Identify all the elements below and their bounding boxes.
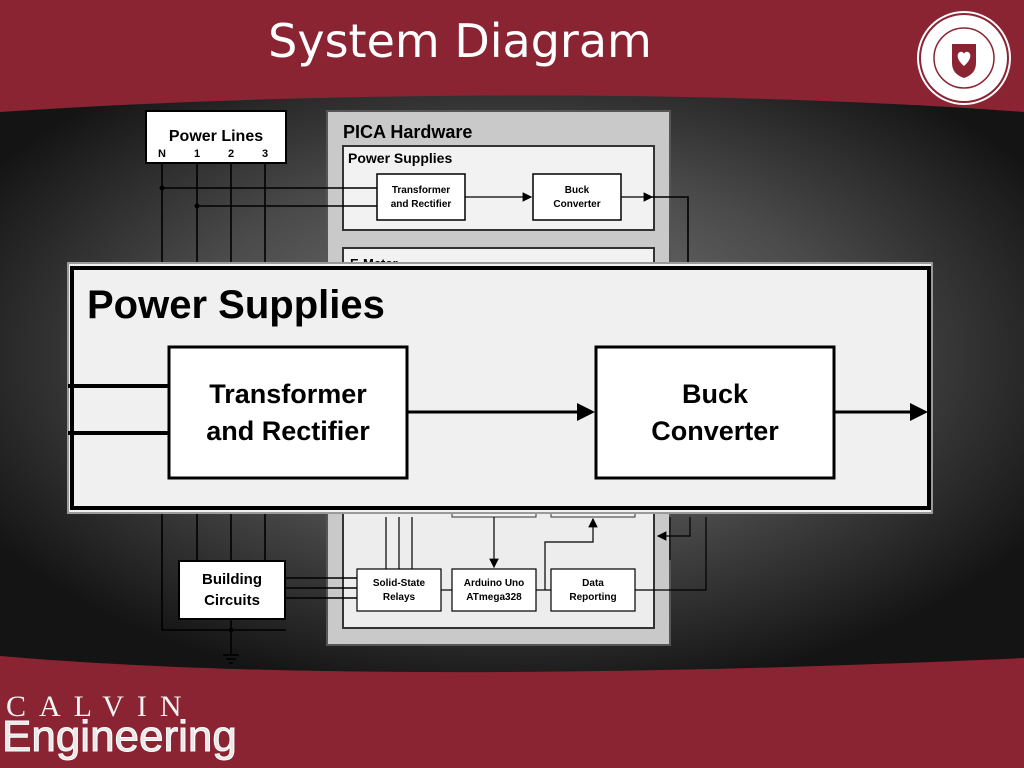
power-line-label-1: 1 (194, 148, 200, 160)
building-circuits-line1: Building (202, 571, 262, 588)
zoom-buck-line1: Buck (682, 379, 749, 409)
zoom-buck-box (594, 345, 836, 480)
control-wiring (385, 517, 707, 591)
data-reporting-line2: Reporting (569, 592, 616, 603)
power-lines-box (145, 110, 287, 164)
power-line-label-2: 2 (228, 148, 234, 160)
relays-line1: Solid-State (373, 578, 426, 589)
arduino-line2: ATmega328 (466, 592, 522, 603)
zoom-transformer-line2: and Rectifier (206, 416, 370, 446)
calvin-seal-logo (917, 11, 1011, 105)
power-supplies-small-title: Power Supplies (348, 150, 452, 166)
calvin-logo-text: CALVIN (6, 690, 195, 723)
transformer-small-box (376, 173, 466, 221)
buck-small-box (532, 173, 622, 221)
power-line-label-n: N (158, 148, 166, 160)
junction-dot (228, 627, 234, 633)
relays-line2: Relays (383, 592, 416, 603)
transformer-small-line1: Transformer (392, 185, 450, 196)
transformer-small-line2: and Rectifier (391, 199, 452, 210)
data-reporting-line1: Data (582, 578, 604, 589)
pica-hardware-title: PICA Hardware (343, 122, 472, 142)
engineering-logo-text: Engineering (2, 712, 238, 762)
buck-small-line2: Converter (553, 199, 600, 210)
junction-dot (159, 185, 165, 191)
buck-small-line1: Buck (565, 185, 590, 196)
zoom-buck-line2: Converter (651, 416, 779, 446)
arduino-box (451, 568, 537, 612)
data-reporting-box (550, 568, 636, 612)
relays-box (356, 568, 442, 612)
zoom-transformer-line1: Transformer (209, 379, 367, 409)
zoom-title: Power Supplies (87, 283, 385, 327)
power-lines-title: Power Lines (169, 128, 263, 145)
building-circuits-box (178, 560, 286, 620)
power-line-label-3: 3 (262, 148, 268, 160)
junction-dot (194, 203, 200, 209)
zoom-transformer-box (167, 345, 409, 480)
power-line-wiring (161, 163, 689, 664)
arduino-line1: Arduino Uno (464, 578, 525, 589)
slide-title: System Diagram (268, 14, 652, 68)
building-circuits-line2: Circuits (204, 592, 260, 609)
